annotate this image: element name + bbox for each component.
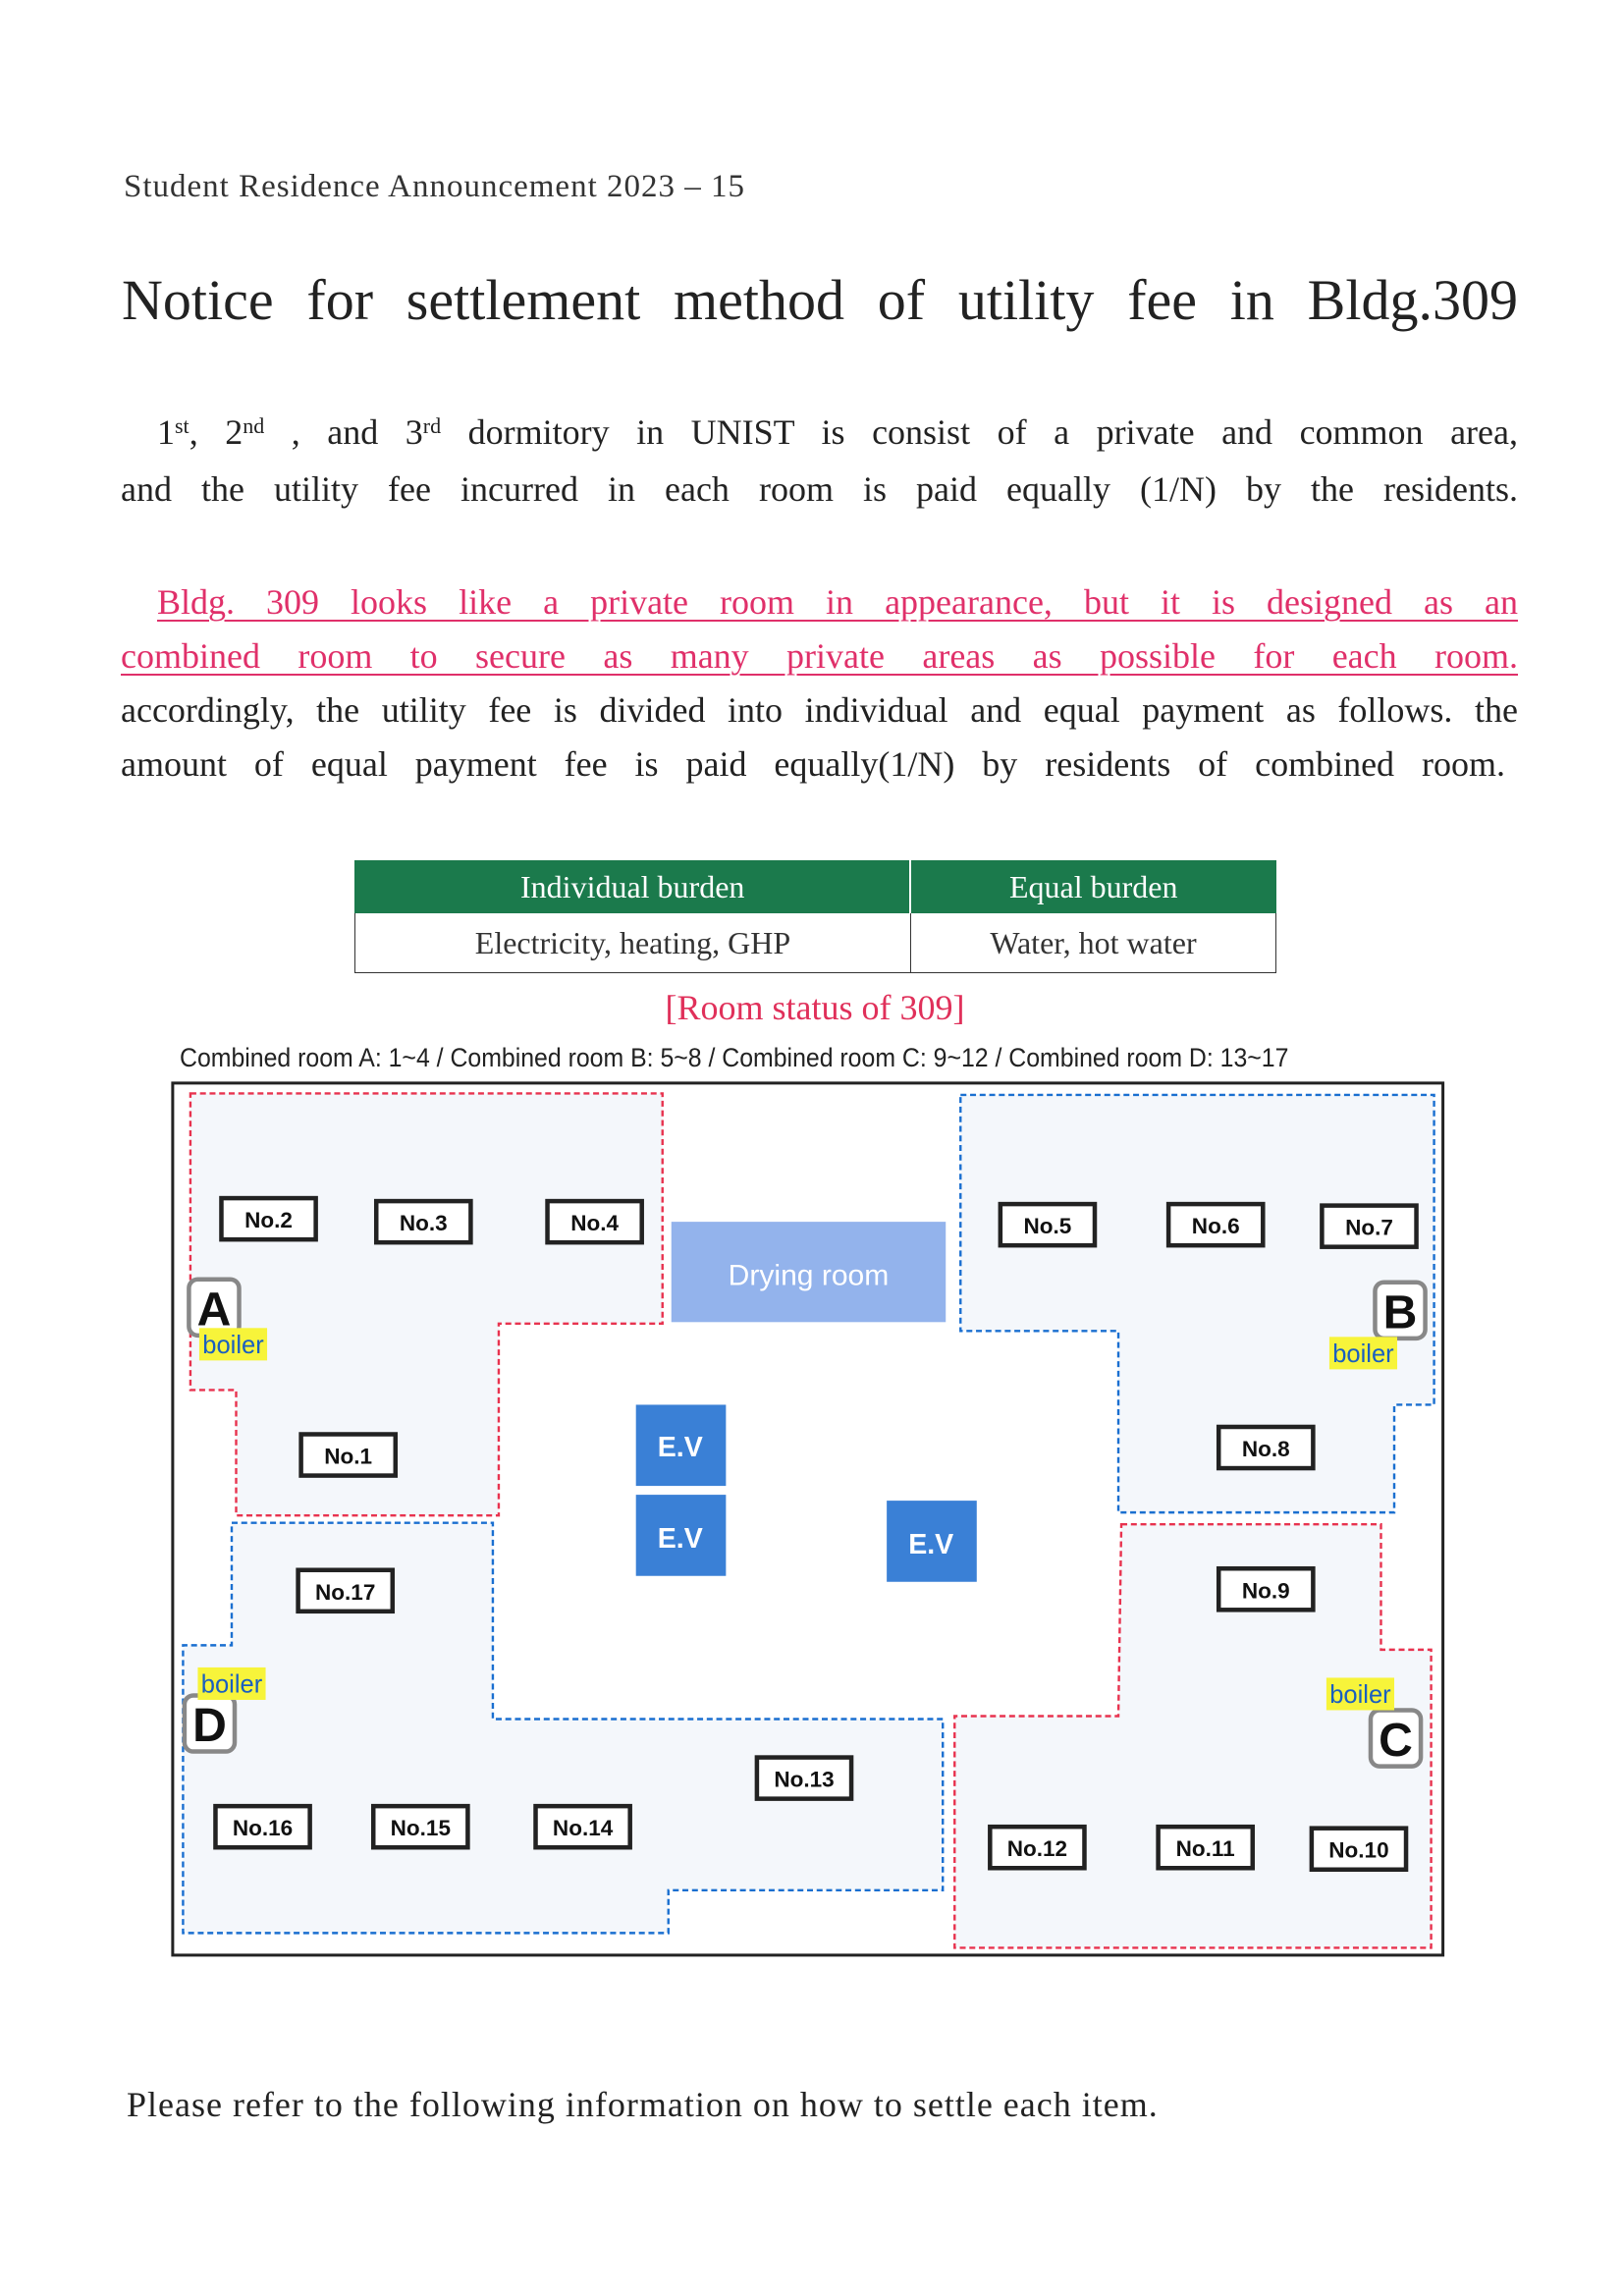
room-label: No.12 [988,1824,1087,1871]
room-label-box [219,1195,318,1242]
room-label-box [1156,1824,1256,1871]
room-label-box [754,1755,854,1801]
room-label-box [545,1198,644,1245]
room-label: No.5 [998,1201,1098,1248]
room-label: No.17 [296,1567,396,1614]
room-label: No.8 [1216,1424,1316,1471]
room-label-box [213,1803,312,1850]
document-header: Student Residence Announcement 2023 – 15 [124,169,745,204]
boiler-highlight [1325,1677,1395,1711]
footer-text: Please refer to the following informatio… [127,2085,1159,2124]
cell-individual: Electricity, heating, GHP [354,912,911,973]
room-number: No.8 [1242,1437,1290,1461]
elevators: E.V E.V E.V [635,1404,977,1582]
room-label-box [988,1824,1087,1871]
elevator-3 [887,1501,977,1582]
boiler-highlight [197,1667,266,1700]
room-label-box [1309,1826,1409,1873]
room-label: No.3 [373,1198,473,1245]
zone-letter: C [1379,1714,1413,1767]
room-number: No.15 [391,1816,451,1840]
room-label: No.13 [754,1755,854,1801]
header-individual: Individual burden [354,860,912,913]
room-label: No.1 [298,1432,399,1478]
boiler-label: boiler [1329,1681,1391,1709]
room-label: No.11 [1156,1824,1256,1871]
room-number: No.2 [244,1208,293,1232]
zone-badge [1373,1280,1428,1341]
room-number: No.4 [570,1211,619,1235]
room-label: No.14 [533,1803,632,1850]
room-label-box [998,1201,1098,1248]
room-label: No.16 [213,1803,312,1850]
page-title: Notice for settlement method of utility … [122,268,1518,332]
room-number: No.10 [1328,1838,1388,1863]
room-number: No.7 [1345,1216,1393,1240]
zone-b-boundary [959,1093,1435,1514]
highlight-line-1: Bldg. 309 looks like a private room in a… [157,582,1518,622]
paragraph-2-line-3: accordingly, the utility fee is divided … [121,690,1518,730]
room-number: No.6 [1192,1214,1240,1238]
room-status-title: [Room status of 309] [665,988,965,1027]
elevator-2-label: E.V [658,1523,703,1555]
room-number: No.12 [1007,1836,1067,1861]
room-label-box [370,1803,470,1850]
boiler-label: boiler [202,1332,264,1359]
elevator-1-label: E.V [658,1432,703,1463]
room-number: No.1 [324,1445,372,1469]
room-number: No.11 [1176,1836,1235,1861]
room-number: No.17 [315,1580,375,1605]
zone-letter: D [192,1699,227,1752]
room-label: No.4 [545,1198,644,1245]
room-label: No.6 [1165,1201,1266,1248]
elevator-3-label: E.V [908,1529,953,1560]
paragraph-1-line-2: and the utility fee incurred in each roo… [121,469,1518,509]
cell-equal: Water, hot water [909,912,1277,973]
zone-letter: A [197,1283,232,1336]
room-label-box [1216,1565,1316,1613]
room-number: No.5 [1024,1214,1072,1238]
boiler-label: boiler [201,1670,263,1698]
room-label-box [298,1432,399,1478]
room-number: No.9 [1242,1578,1290,1603]
highlight-line-2: combined room to secure as many private … [121,636,1518,676]
drying-room-label: Drying room [729,1260,890,1292]
paragraph-1-line-1: 1st, 2nd , and 3rd dormitory in UNIST is… [157,412,1519,452]
zone-badge [1368,1708,1424,1769]
drying-room [671,1222,947,1323]
room-label: No.15 [370,1803,470,1850]
room-number: No.13 [774,1768,834,1792]
room-number: No.16 [233,1816,293,1840]
room-label-box [1320,1203,1419,1249]
combined-rooms-legend: Combined room A: 1~4 / Combined room B: … [180,1043,1289,1072]
room-label: No.10 [1309,1826,1409,1873]
header-equal: Equal burden [909,860,1277,913]
boiler-label: boiler [1332,1340,1394,1368]
room-number: No.3 [400,1211,448,1235]
boiler-highlight [198,1328,268,1361]
elevator-2 [635,1495,727,1576]
room-label-box [1216,1424,1316,1471]
room-number: No.14 [553,1816,614,1840]
room-label: No.2 [219,1195,318,1242]
room-label-box [533,1803,632,1850]
paragraph-2-line-4: amount of equal payment fee is paid equa… [121,744,1505,784]
room-label: No.7 [1320,1203,1419,1249]
room-label-box [373,1198,473,1245]
room-label: No.9 [1216,1565,1316,1613]
zone-letter: B [1383,1285,1418,1339]
elevator-1 [635,1404,727,1487]
boiler-highlight [1328,1337,1398,1370]
room-label-box [1165,1201,1266,1248]
room-label-box [296,1567,396,1614]
